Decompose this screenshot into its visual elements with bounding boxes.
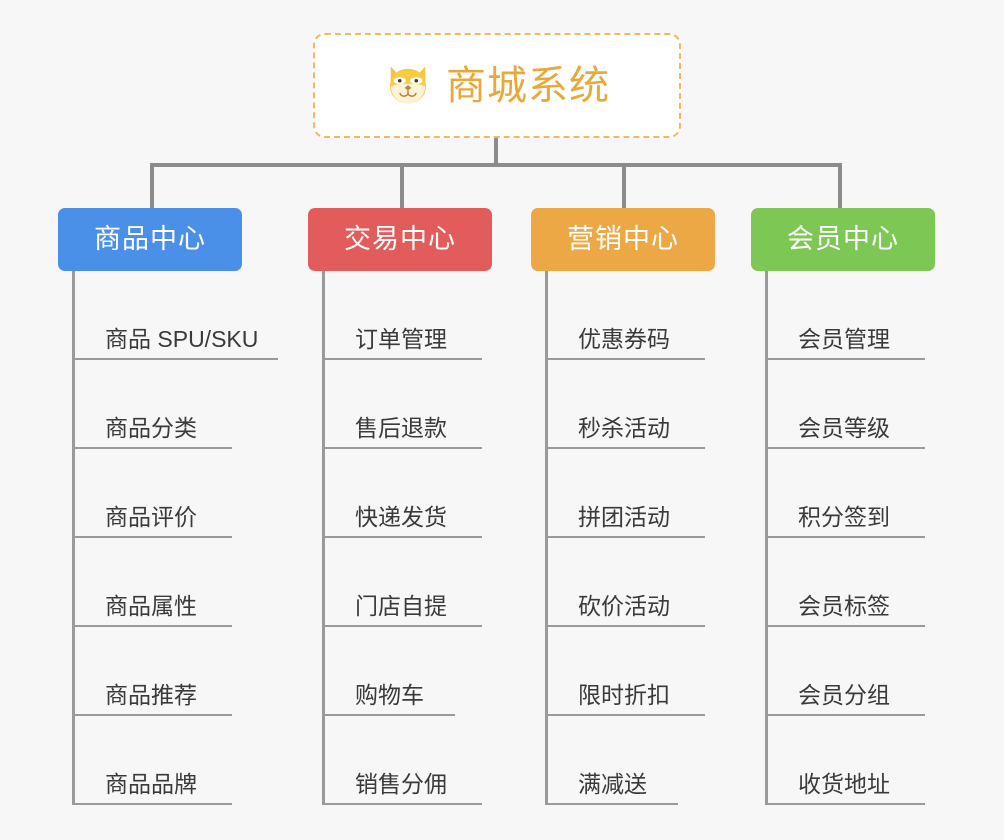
category-label: 营销中心 <box>567 224 679 254</box>
leaf-label: 会员管理 <box>798 326 890 352</box>
leaf-label: 商品分类 <box>105 415 197 441</box>
branch-spine <box>545 271 548 805</box>
category-label: 商品中心 <box>94 224 206 254</box>
category-box-4[interactable]: 会员中心 <box>751 208 935 271</box>
leaf-label: 销售分佣 <box>355 771 447 797</box>
leaf-item[interactable]: 商品评价 <box>72 449 232 538</box>
leaf-item[interactable]: 销售分佣 <box>322 716 482 805</box>
leaf-underline <box>545 803 678 805</box>
leaf-underline <box>545 625 705 627</box>
leaf-label: 积分签到 <box>798 504 890 530</box>
leaf-label: 优惠券码 <box>578 326 670 352</box>
category-box-1[interactable]: 商品中心 <box>58 208 242 271</box>
root-node[interactable]: 商城系统 <box>313 33 681 138</box>
leaf-label: 购物车 <box>355 682 424 708</box>
leaf-item[interactable]: 收货地址 <box>765 716 925 805</box>
leaf-item[interactable]: 订单管理 <box>322 271 482 360</box>
leaf-label: 秒杀活动 <box>578 415 670 441</box>
leaf-item[interactable]: 拼团活动 <box>545 449 705 538</box>
leaf-underline <box>72 447 232 449</box>
category-label: 会员中心 <box>787 224 899 254</box>
leaf-label: 满减送 <box>578 771 647 797</box>
root-title: 商城系统 <box>446 63 610 108</box>
leaf-underline <box>72 625 232 627</box>
leaf-underline <box>765 447 925 449</box>
leaf-item[interactable]: 优惠券码 <box>545 271 705 360</box>
leaf-item[interactable]: 购物车 <box>322 627 455 716</box>
leaf-label: 拼团活动 <box>578 504 670 530</box>
leaf-item[interactable]: 商品分类 <box>72 360 232 449</box>
leaf-label: 限时折扣 <box>578 682 670 708</box>
leaf-item[interactable]: 会员等级 <box>765 360 925 449</box>
leaf-label: 会员标签 <box>798 593 890 619</box>
leaf-label: 会员等级 <box>798 415 890 441</box>
branch-spine <box>765 271 768 805</box>
leaf-underline <box>765 803 925 805</box>
leaf-item[interactable]: 会员标签 <box>765 538 925 627</box>
leaf-label: 商品属性 <box>105 593 197 619</box>
leaf-underline <box>545 536 705 538</box>
leaf-underline <box>765 358 925 360</box>
leaf-underline <box>322 625 482 627</box>
connector-drop-1 <box>150 163 154 210</box>
branch-spine <box>72 271 75 805</box>
leaf-item[interactable]: 售后退款 <box>322 360 482 449</box>
leaf-underline <box>545 358 705 360</box>
leaf-underline <box>545 447 705 449</box>
branch-spine <box>322 271 325 805</box>
leaf-label: 商品 SPU/SKU <box>105 326 259 352</box>
leaf-item[interactable]: 积分签到 <box>765 449 925 538</box>
leaf-underline <box>322 714 455 716</box>
leaf-underline <box>765 536 925 538</box>
connector-drop-3 <box>622 163 626 210</box>
leaf-item[interactable]: 会员管理 <box>765 271 925 360</box>
connector-horizontal-bus <box>150 163 840 167</box>
leaf-item[interactable]: 秒杀活动 <box>545 360 705 449</box>
leaf-label: 收货地址 <box>798 771 890 797</box>
leaf-underline <box>322 803 482 805</box>
leaf-item[interactable]: 满减送 <box>545 716 678 805</box>
leaf-underline <box>545 714 705 716</box>
leaf-item[interactable]: 砍价活动 <box>545 538 705 627</box>
leaf-item[interactable]: 商品属性 <box>72 538 232 627</box>
category-box-2[interactable]: 交易中心 <box>308 208 492 271</box>
leaf-label: 商品推荐 <box>105 682 197 708</box>
leaf-underline <box>765 625 925 627</box>
shiba-dog-face-icon <box>390 66 426 103</box>
leaf-item[interactable]: 会员分组 <box>765 627 925 716</box>
leaf-underline <box>72 803 232 805</box>
leaf-underline <box>322 536 482 538</box>
leaf-underline <box>322 447 482 449</box>
leaf-label: 砍价活动 <box>578 593 670 619</box>
leaf-label: 快递发货 <box>355 504 447 530</box>
leaf-underline <box>322 358 482 360</box>
leaf-label: 门店自提 <box>355 593 447 619</box>
leaf-label: 商品品牌 <box>105 771 197 797</box>
leaf-label: 售后退款 <box>355 415 447 441</box>
leaf-item[interactable]: 限时折扣 <box>545 627 705 716</box>
category-label: 交易中心 <box>344 224 456 254</box>
leaf-underline <box>72 714 232 716</box>
leaf-underline <box>72 358 278 360</box>
category-box-3[interactable]: 营销中心 <box>531 208 715 271</box>
leaf-label: 订单管理 <box>355 326 447 352</box>
connector-root-stem <box>494 138 498 165</box>
leaf-item[interactable]: 商品推荐 <box>72 627 232 716</box>
leaf-item[interactable]: 商品品牌 <box>72 716 232 805</box>
leaf-label: 商品评价 <box>105 504 197 530</box>
leaf-item[interactable]: 快递发货 <box>322 449 482 538</box>
leaf-item[interactable]: 门店自提 <box>322 538 482 627</box>
connector-drop-2 <box>400 163 404 210</box>
leaf-underline <box>72 536 232 538</box>
leaf-underline <box>765 714 925 716</box>
leaf-label: 会员分组 <box>798 682 890 708</box>
connector-drop-4 <box>838 163 842 210</box>
leaf-item[interactable]: 商品 SPU/SKU <box>72 271 278 360</box>
